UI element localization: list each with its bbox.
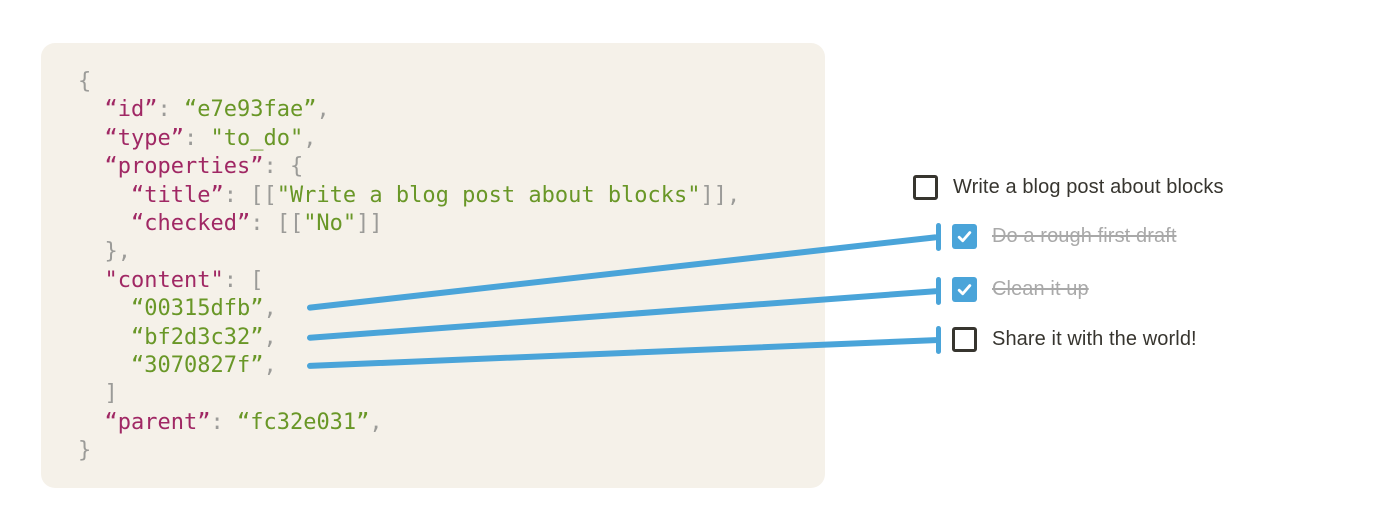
check-icon [957, 284, 972, 296]
connector-endcap-1 [936, 223, 941, 251]
connector-endcap-3 [936, 326, 941, 354]
code-line: }, [78, 239, 131, 265]
checkbox-unchecked[interactable] [913, 175, 938, 200]
todo-item-label: Share it with the world! [992, 328, 1197, 350]
code-line: "content": [ [104, 267, 264, 293]
todo-item: Do a rough first draft [952, 224, 1177, 249]
checkbox-checked[interactable] [952, 277, 977, 302]
code-line: “checked”: [["No"]] [130, 211, 383, 237]
code-line: { [78, 69, 92, 94]
todo-item-label: Write a blog post about blocks [953, 176, 1224, 198]
checkbox-checked[interactable] [952, 224, 977, 249]
code-line: “properties”: { [104, 154, 304, 180]
todo-item: Write a blog post about blocks [913, 175, 1224, 200]
todo-item-label: Clean it up [992, 278, 1089, 300]
code-line: “3070827f”, [130, 353, 277, 379]
code-line: “type”: "to_do", [104, 125, 317, 151]
check-icon [957, 231, 972, 243]
code-line: “parent”: “fc32e031”, [104, 409, 383, 435]
code-line: “bf2d3c32”, [130, 324, 277, 350]
json-code: { “id”: “e7e93fae”, “type”: "to_do", “pr… [78, 68, 809, 466]
code-line: “id”: “e7e93fae”, [104, 97, 330, 123]
todo-item: Share it with the world! [952, 327, 1197, 352]
code-line: “00315dfb”, [130, 296, 277, 322]
code-line: ] [78, 381, 118, 407]
checkbox-unchecked[interactable] [952, 327, 977, 352]
code-line: } [78, 438, 92, 464]
connector-endcap-2 [936, 277, 941, 305]
todo-item-label: Do a rough first draft [992, 225, 1177, 247]
todo-item: Clean it up [952, 277, 1089, 302]
code-line: “title”: [["Write a blog post about bloc… [130, 182, 741, 208]
